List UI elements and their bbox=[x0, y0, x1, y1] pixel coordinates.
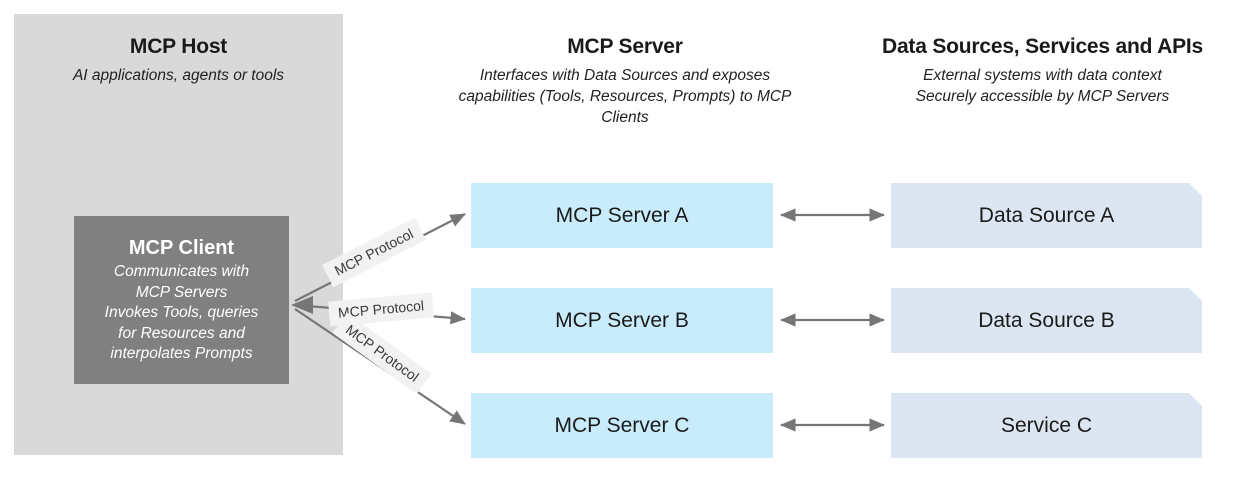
mcp-client-title: MCP Client bbox=[128, 237, 235, 260]
mcp-server-heading: MCP Server Interfaces with Data Sources … bbox=[455, 34, 795, 128]
data-source-b-box[interactable]: Data Source B bbox=[891, 288, 1202, 353]
mcp-server-subtitle: Interfaces with Data Sources and exposes… bbox=[458, 67, 792, 126]
data-sources-subtitle-line-2: Securely accessible by MCP Servers bbox=[915, 88, 1170, 105]
mcp-protocol-label-c: MCP Protocol bbox=[332, 312, 432, 395]
mcp-server-a-box[interactable]: MCP Server A bbox=[471, 183, 773, 248]
mcp-host-title: MCP Host bbox=[129, 35, 228, 58]
data-source-a-box[interactable]: Data Source A bbox=[891, 183, 1202, 248]
data-source-a-label: Data Source A bbox=[978, 203, 1115, 227]
mcp-server-c-label: MCP Server C bbox=[554, 413, 690, 437]
data-sources-subtitle-line-1: External systems with data context bbox=[923, 67, 1162, 84]
mcp-server-title: MCP Server bbox=[567, 35, 683, 58]
data-sources-heading: Data Sources, Services and APIs External… bbox=[855, 34, 1230, 107]
mcp-client-description-line-5: interpolates Prompts bbox=[110, 345, 253, 363]
mcp-server-c-box[interactable]: MCP Server C bbox=[471, 393, 773, 458]
mcp-server-b-label: MCP Server B bbox=[555, 308, 689, 332]
mcp-host-subtitle: AI applications, agents or tools bbox=[72, 67, 285, 84]
data-source-b-label: Data Source B bbox=[978, 308, 1115, 332]
data-sources-subtitle: External systems with data context Secur… bbox=[855, 65, 1230, 107]
mcp-client-description-line-2: MCP Servers bbox=[135, 283, 228, 301]
data-source-c-label: Service C bbox=[1000, 413, 1093, 437]
mcp-server-b-box[interactable]: MCP Server B bbox=[471, 288, 773, 353]
mcp-client-description-line-4: for Resources and bbox=[118, 324, 245, 342]
mcp-server-a-label: MCP Server A bbox=[555, 203, 689, 227]
mcp-client-description-line-3: Invokes Tools, queries bbox=[104, 304, 259, 322]
mcp-host-heading: MCP Host AI applications, agents or tool… bbox=[14, 34, 343, 86]
mcp-client-box[interactable]: MCP Client Communicates with MCP Servers… bbox=[74, 216, 289, 384]
data-sources-title: Data Sources, Services and APIs bbox=[881, 35, 1203, 58]
mcp-client-description-line-1: Communicates with bbox=[113, 263, 250, 281]
data-source-c-box[interactable]: Service C bbox=[891, 393, 1202, 458]
mcp-client-description: Communicates with MCP Servers Invokes To… bbox=[105, 262, 259, 365]
